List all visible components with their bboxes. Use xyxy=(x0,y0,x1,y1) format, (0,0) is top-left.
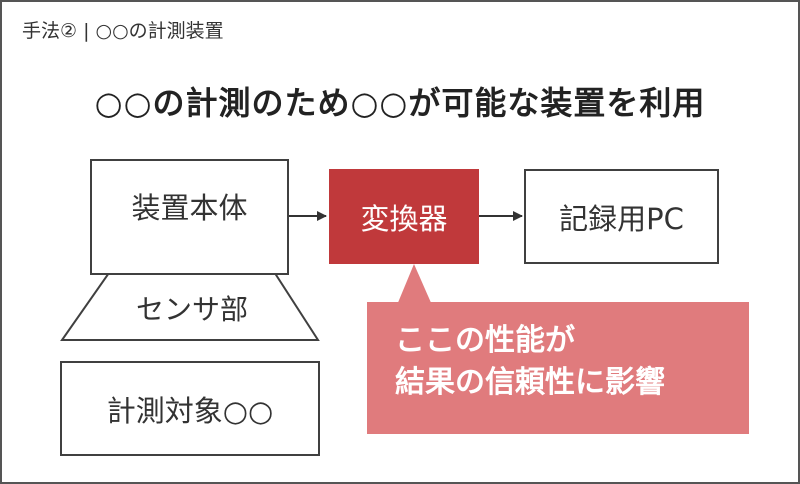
slide-header: 手法② | ○○の計測装置 xyxy=(22,20,224,42)
callout-note: ここの性能が 結果の信頼性に影響 xyxy=(367,302,749,434)
headline: ○○の計測のため○○が可能な装置を利用 xyxy=(94,84,706,122)
converter-box: 変換器 xyxy=(329,169,479,264)
recorder-box: 記録用PC xyxy=(524,169,719,264)
sensor-label: センサ部 xyxy=(135,293,248,326)
callout-pointer xyxy=(397,264,432,305)
main-unit-box: 装置本体 xyxy=(90,159,289,275)
callout-line-2: 結果の信頼性に影響 xyxy=(395,365,665,400)
callout-line-1: ここの性能が xyxy=(395,323,575,358)
target-box: 計測対象○○ xyxy=(60,361,320,456)
